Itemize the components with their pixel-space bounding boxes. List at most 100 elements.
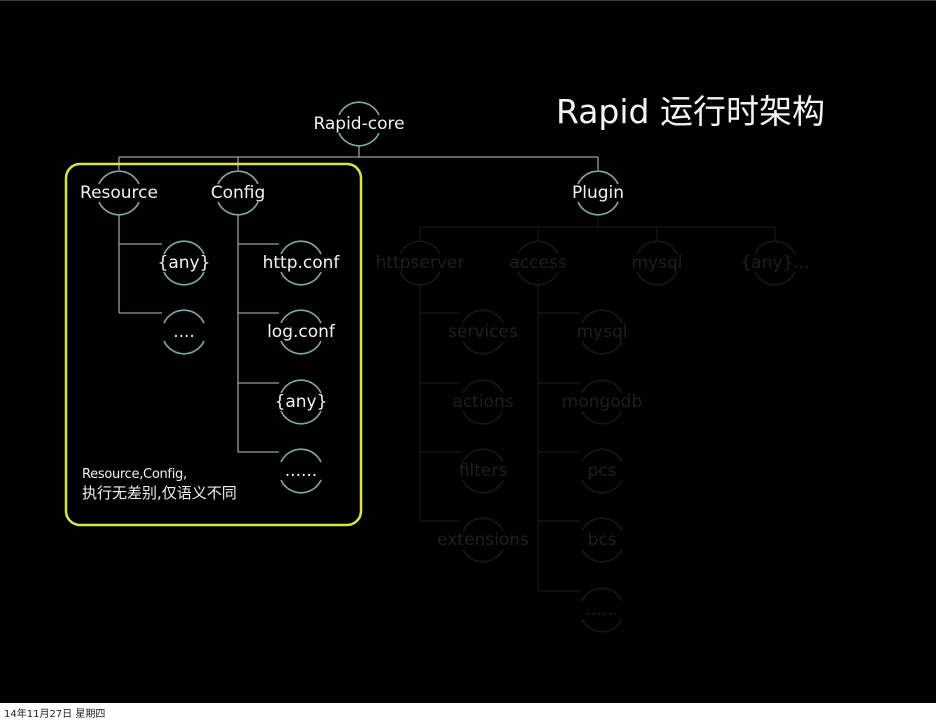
node-label: filters bbox=[459, 461, 508, 481]
node-arc-bottom bbox=[462, 340, 504, 355]
node-label: services bbox=[448, 322, 518, 342]
node-arc-bottom bbox=[280, 410, 322, 425]
tree-node-plugin-httpserver: httpserver bbox=[376, 240, 465, 286]
tree-node-plugin-mysql: mysql bbox=[632, 240, 683, 286]
node-label: .... bbox=[173, 322, 195, 342]
tree-node-hs-filters: filters bbox=[459, 448, 508, 494]
node-arc-top bbox=[581, 379, 623, 394]
node-arc-top bbox=[581, 587, 623, 602]
tree-node-config-more: ...... bbox=[280, 448, 322, 494]
highlight-note-line2: 执行无差别,仅语义不同 bbox=[82, 484, 237, 502]
tree-node-hs-extensions: extensions bbox=[437, 517, 529, 563]
node-label: Plugin bbox=[572, 183, 624, 203]
tree-node-rapid-core: Rapid-core bbox=[313, 101, 405, 147]
tree-node-ac-more: ...... bbox=[581, 587, 623, 633]
node-label: bcs bbox=[588, 530, 617, 550]
node-arc-bottom bbox=[581, 410, 623, 425]
node-arc-top bbox=[163, 309, 205, 324]
tree-node-plugin-access: access bbox=[509, 240, 567, 286]
node-label: http.conf bbox=[263, 253, 341, 273]
tree-node-resource-any: {any} bbox=[158, 240, 211, 286]
node-arc-top bbox=[754, 240, 796, 255]
node-arc-bottom bbox=[636, 271, 678, 286]
slide-title: Rapid 运行时架构 bbox=[556, 92, 825, 131]
highlight-note: Resource,Config, 执行无差别,仅语义不同 bbox=[82, 465, 237, 503]
node-arc-bottom bbox=[98, 201, 140, 216]
node-arc-bottom bbox=[280, 340, 322, 355]
node-arc-top bbox=[581, 448, 623, 463]
node-arc-top bbox=[517, 240, 559, 255]
tree-node-ac-bcs: bcs bbox=[581, 517, 623, 563]
node-arc-bottom bbox=[163, 271, 205, 286]
tree-node-config-http: http.conf bbox=[263, 240, 341, 286]
node-label: {any} bbox=[158, 253, 211, 273]
node-label: ...... bbox=[586, 600, 618, 620]
node-arc-bottom bbox=[581, 618, 623, 633]
tree-node-hs-actions: actions bbox=[452, 379, 514, 425]
node-label: {any} bbox=[275, 392, 328, 412]
node-arc-top bbox=[462, 379, 504, 394]
node-arc-bottom bbox=[581, 548, 623, 563]
node-arc-top bbox=[636, 240, 678, 255]
node-arc-bottom bbox=[217, 201, 259, 216]
tree-node-resource: Resource bbox=[80, 170, 158, 216]
node-label: ...... bbox=[285, 461, 317, 481]
node-arc-bottom bbox=[462, 548, 504, 563]
node-arc-bottom bbox=[462, 479, 504, 494]
tree-node-config: Config bbox=[211, 170, 266, 216]
node-arc-bottom bbox=[338, 132, 380, 147]
node-label: Config bbox=[211, 183, 266, 203]
tree-node-ac-pcs: pcs bbox=[581, 448, 623, 494]
tree-node-resource-more: .... bbox=[163, 309, 205, 355]
highlight-note-line1: Resource,Config, bbox=[82, 467, 187, 482]
node-arc-top bbox=[280, 379, 322, 394]
node-label: access bbox=[509, 253, 566, 273]
node-label: pcs bbox=[588, 461, 617, 481]
tree-node-ac-mongodb: mongodb bbox=[562, 379, 643, 425]
highlight-box bbox=[64, 162, 363, 527]
node-arc-bottom bbox=[462, 410, 504, 425]
node-label: mongodb bbox=[562, 392, 643, 412]
node-label: log.conf bbox=[267, 322, 336, 342]
tree-node-config-any: {any} bbox=[275, 379, 328, 425]
node-label: actions bbox=[452, 392, 513, 412]
node-arc-bottom bbox=[577, 201, 619, 216]
footer-date: 14年11月27日 星期四 bbox=[4, 709, 106, 720]
node-arc-top bbox=[399, 240, 441, 255]
node-label: {any}... bbox=[740, 253, 809, 273]
node-arc-top bbox=[98, 170, 140, 185]
tree-node-plugin-any: {any}... bbox=[740, 240, 810, 286]
node-arc-bottom bbox=[754, 271, 796, 286]
node-arc-top bbox=[581, 517, 623, 532]
node-arc-top bbox=[462, 517, 504, 532]
node-label: httpserver bbox=[376, 253, 465, 273]
node-arc-top bbox=[581, 309, 623, 324]
node-label: mysql bbox=[577, 322, 628, 342]
node-arc-bottom bbox=[581, 479, 623, 494]
node-arc-top bbox=[462, 448, 504, 463]
node-arc-bottom bbox=[581, 340, 623, 355]
node-arc-top bbox=[462, 309, 504, 324]
node-label: Rapid-core bbox=[313, 114, 404, 134]
tree-node-config-log: log.conf bbox=[267, 309, 336, 355]
node-label: mysql bbox=[632, 253, 683, 273]
tree-node-hs-services: services bbox=[448, 309, 518, 355]
node-arc-top bbox=[163, 240, 205, 255]
node-label: extensions bbox=[437, 530, 529, 550]
node-arc-top bbox=[577, 170, 619, 185]
node-arc-top bbox=[217, 170, 259, 185]
node-arc-top bbox=[280, 448, 322, 463]
node-arc-bottom bbox=[280, 271, 322, 286]
node-arc-top bbox=[280, 309, 322, 324]
tree-edges bbox=[118, 145, 776, 592]
node-arc-bottom bbox=[517, 271, 559, 286]
node-arc-bottom bbox=[163, 340, 205, 355]
node-arc-bottom bbox=[280, 479, 322, 494]
tree-node-plugin: Plugin bbox=[572, 170, 624, 216]
tree-node-ac-mysql: mysql bbox=[577, 309, 628, 355]
node-arc-bottom bbox=[399, 271, 441, 286]
node-label: Resource bbox=[80, 183, 158, 203]
